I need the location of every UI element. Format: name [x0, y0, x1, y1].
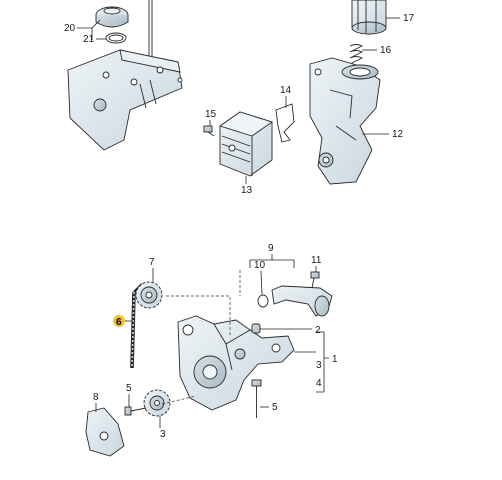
svg-text:20: 20 [64, 23, 76, 34]
svg-text:2: 2 [315, 325, 321, 336]
callout-14: 14 [280, 85, 292, 108]
callout-16: 16 [362, 45, 392, 56]
oil-pump [177, 315, 295, 411]
svg-text:17: 17 [403, 13, 415, 24]
svg-text:13: 13 [241, 185, 253, 196]
pump-sprocket [143, 389, 171, 417]
oil-cooler [218, 111, 274, 177]
dipstick-tube [148, 0, 153, 62]
assembly-lines [161, 270, 241, 405]
oil-filter-housing [309, 57, 381, 185]
svg-text:6: 6 [116, 317, 122, 328]
svg-text:11: 11 [311, 255, 322, 266]
svg-text:3: 3 [316, 360, 322, 371]
callout-5-right: 5 [260, 402, 278, 413]
suction-pipe-bolt [310, 271, 320, 289]
filler-cap-seal [105, 32, 127, 44]
svg-text:1: 1 [332, 354, 338, 365]
callout-1-bracket: 1 [294, 331, 338, 393]
oil-filler-cap [95, 6, 129, 28]
svg-text:16: 16 [380, 45, 392, 56]
svg-text:12: 12 [392, 129, 404, 140]
chain-cover [85, 407, 125, 457]
callout-5-left: 5 [126, 383, 132, 407]
svg-text:14: 14 [280, 85, 292, 96]
cooler-bolt [203, 125, 215, 137]
sprocket-bolt [124, 406, 147, 416]
svg-text:15: 15 [205, 109, 217, 120]
crankshaft-sprocket [135, 281, 163, 309]
callout-21: 21 [83, 34, 106, 45]
callout-17: 17 [386, 13, 415, 24]
suction-pipe-o-ring [257, 294, 269, 308]
callout-11: 11 [311, 255, 322, 272]
svg-text:4: 4 [316, 378, 322, 389]
callout-15: 15 [205, 109, 217, 126]
svg-text:21: 21 [83, 34, 95, 45]
callout-13: 13 [241, 176, 253, 196]
callout-2: 2 [260, 325, 321, 336]
svg-text:5: 5 [272, 402, 278, 413]
callout-6-highlight [113, 315, 125, 327]
dowel-sleeve [251, 323, 261, 334]
svg-text:5: 5 [126, 383, 132, 394]
cooler-gasket [275, 103, 295, 143]
callout-6: 6 [113, 315, 133, 328]
callout-3-right: 3 [316, 360, 322, 371]
callout-8: 8 [93, 392, 99, 412]
callout-9: 9 [249, 243, 295, 268]
cylinder-head-cover [67, 49, 183, 151]
callout-20: 20 [64, 19, 101, 40]
svg-text:8: 8 [93, 392, 99, 403]
callout-12: 12 [362, 129, 404, 140]
svg-text:7: 7 [149, 257, 155, 268]
callout-3-bottom: 3 [159, 416, 166, 440]
filter-spring [349, 44, 364, 65]
svg-text:9: 9 [268, 243, 274, 254]
oil-suction-pipe [271, 285, 333, 317]
oil-filter [351, 0, 387, 35]
pump-bolt-right [251, 379, 262, 418]
svg-text:10: 10 [254, 260, 266, 271]
callout-10: 10 [254, 260, 266, 295]
callout-7: 7 [149, 257, 155, 282]
svg-text:3: 3 [160, 429, 166, 440]
callout-4: 4 [316, 378, 322, 389]
